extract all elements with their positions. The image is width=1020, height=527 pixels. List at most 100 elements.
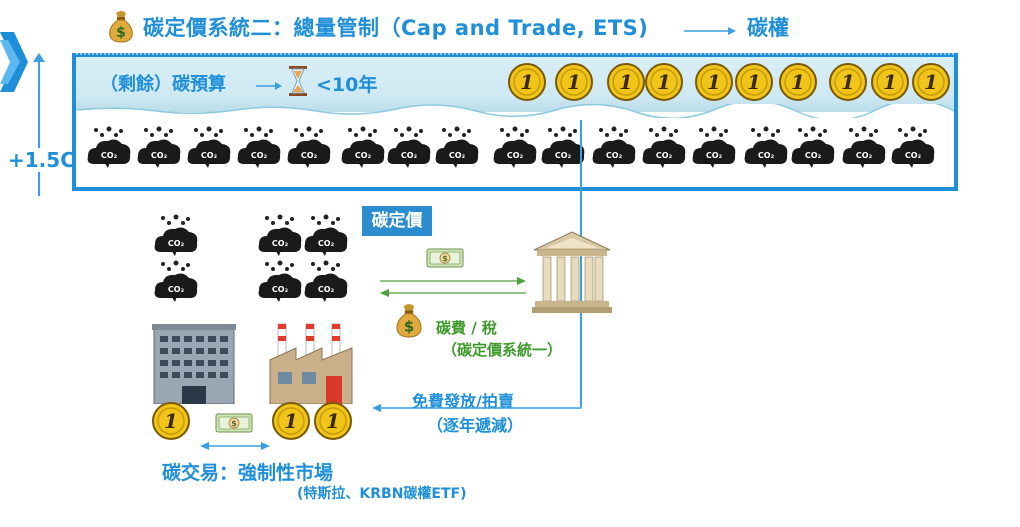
dotted-border [76, 53, 954, 59]
money-bag-icon: $ [396, 304, 422, 338]
cash-icon: $ [215, 413, 253, 433]
svg-text:1: 1 [619, 70, 633, 94]
svg-text:1: 1 [520, 70, 534, 94]
co2-cloud-icon: CO₂ [303, 214, 349, 256]
co2-cloud-icon: CO₂ [890, 126, 936, 168]
carbon-credit-coin-icon: 1 [695, 63, 733, 101]
allocation-label: 免費發放/拍賣 [412, 392, 514, 411]
svg-text:1: 1 [747, 70, 761, 94]
svg-text:CO₂: CO₂ [272, 239, 289, 248]
svg-text:CO₂: CO₂ [555, 151, 572, 160]
carbon-credit-coin-icon: 1 [508, 63, 546, 101]
carbon-credit-label: 碳權 [747, 16, 789, 40]
carbon-tax-sub-label: （碳定價系統一） [442, 341, 563, 359]
co2-cloud-icon: CO₂ [340, 126, 386, 168]
temperature-label: +1.5C [6, 148, 77, 172]
svg-text:CO₂: CO₂ [251, 151, 268, 160]
arrow-left-icon [380, 289, 526, 297]
co2-cloud-icon: CO₂ [257, 260, 303, 302]
svg-text:CO₂: CO₂ [168, 285, 185, 294]
co2-cloud-icon: CO₂ [790, 126, 836, 168]
carbon-credit-coin-icon: 1 [912, 63, 950, 101]
svg-text:$: $ [231, 419, 237, 428]
co2-cloud-icon: CO₂ [691, 126, 737, 168]
co2-cloud-icon: CO₂ [434, 126, 480, 168]
carbon-credit-coin-icon: 1 [607, 63, 645, 101]
svg-text:CO₂: CO₂ [168, 239, 185, 248]
svg-text:1: 1 [924, 70, 938, 94]
arrow-right-icon [684, 27, 736, 35]
carbon-credit-coin-icon: 1 [735, 63, 773, 101]
government-building-icon [532, 231, 612, 313]
carbon-tax-label: 碳費 / 稅 [436, 319, 497, 337]
arrow-left-icon [372, 404, 582, 412]
cash-icon: $ [426, 248, 464, 268]
svg-text:1: 1 [326, 409, 340, 433]
svg-text:1: 1 [841, 70, 855, 94]
carbon-credit-coin-icon: 1 [314, 402, 352, 440]
double-arrow-icon [200, 442, 270, 450]
svg-text:CO₂: CO₂ [856, 151, 873, 160]
co2-cloud-icon: CO₂ [591, 126, 637, 168]
bank-connector-line [580, 120, 582, 407]
co2-cloud-icon: CO₂ [492, 126, 538, 168]
hourglass-icon [289, 66, 307, 96]
co2-cloud-icon: CO₂ [641, 126, 687, 168]
co2-cloud-icon: CO₂ [153, 260, 199, 302]
svg-text:CO₂: CO₂ [151, 151, 168, 160]
co2-cloud-icon: CO₂ [257, 214, 303, 256]
office-building-icon [152, 324, 236, 404]
svg-text:CO₂: CO₂ [507, 151, 524, 160]
co2-cloud-icon: CO₂ [153, 214, 199, 256]
svg-text:CO₂: CO₂ [401, 151, 418, 160]
co2-cloud-icon: CO₂ [286, 126, 332, 168]
carbon-market-title: 碳交易：強制性市場 [162, 462, 334, 484]
svg-text:CO₂: CO₂ [656, 151, 673, 160]
co2-cloud-icon: CO₂ [841, 126, 887, 168]
page-title: 碳定價系統二：總量管制（Cap and Trade, ETS) [143, 16, 649, 40]
co2-cloud-icon: CO₂ [186, 126, 232, 168]
svg-text:CO₂: CO₂ [318, 285, 335, 294]
svg-text:CO₂: CO₂ [318, 239, 335, 248]
carbon-credit-coin-icon: 1 [871, 63, 909, 101]
carbon-credit-coin-icon: 1 [272, 402, 310, 440]
svg-text:1: 1 [791, 70, 805, 94]
carbon-credit-coin-icon: 1 [645, 63, 683, 101]
svg-text:CO₂: CO₂ [805, 151, 822, 160]
carbon-credit-coin-icon: 1 [555, 63, 593, 101]
svg-text:1: 1 [707, 70, 721, 94]
svg-text:$: $ [116, 25, 126, 41]
co2-cloud-icon: CO₂ [86, 126, 132, 168]
svg-text:1: 1 [284, 409, 298, 433]
carbon-credit-coin-icon: 1 [829, 63, 867, 101]
co2-cloud-icon: CO₂ [303, 260, 349, 302]
svg-text:$: $ [442, 254, 448, 263]
carbon-credit-coin-icon: 1 [779, 63, 817, 101]
arrow-up-icon [33, 53, 45, 62]
factory-icon [269, 323, 353, 404]
svg-text:CO₂: CO₂ [301, 151, 318, 160]
svg-text:CO₂: CO₂ [272, 285, 289, 294]
carbon-budget-value: <10年 [316, 74, 378, 96]
svg-text:1: 1 [164, 409, 178, 433]
svg-text:CO₂: CO₂ [201, 151, 218, 160]
arrow-right-icon [256, 82, 282, 90]
co2-cloud-icon: CO₂ [386, 126, 432, 168]
svg-text:CO₂: CO₂ [905, 151, 922, 160]
svg-text:1: 1 [657, 70, 671, 94]
money-bag-icon: $ [109, 11, 133, 43]
svg-text:1: 1 [567, 70, 581, 94]
svg-text:CO₂: CO₂ [758, 151, 775, 160]
arrow-right-icon [380, 277, 526, 285]
allocation-sub-label: （逐年遞減） [427, 416, 524, 435]
svg-text:CO₂: CO₂ [355, 151, 372, 160]
svg-text:CO₂: CO₂ [606, 151, 623, 160]
carbon-price-badge: 碳定價 [362, 206, 432, 236]
co2-cloud-icon: CO₂ [743, 126, 789, 168]
co2-cloud-icon: CO₂ [136, 126, 182, 168]
svg-text:$: $ [404, 319, 414, 336]
svg-text:CO₂: CO₂ [449, 151, 466, 160]
co2-cloud-icon: CO₂ [540, 126, 586, 168]
co2-cloud-icon: CO₂ [236, 126, 282, 168]
carbon-budget-label: （剩餘）碳預算 [100, 74, 226, 95]
